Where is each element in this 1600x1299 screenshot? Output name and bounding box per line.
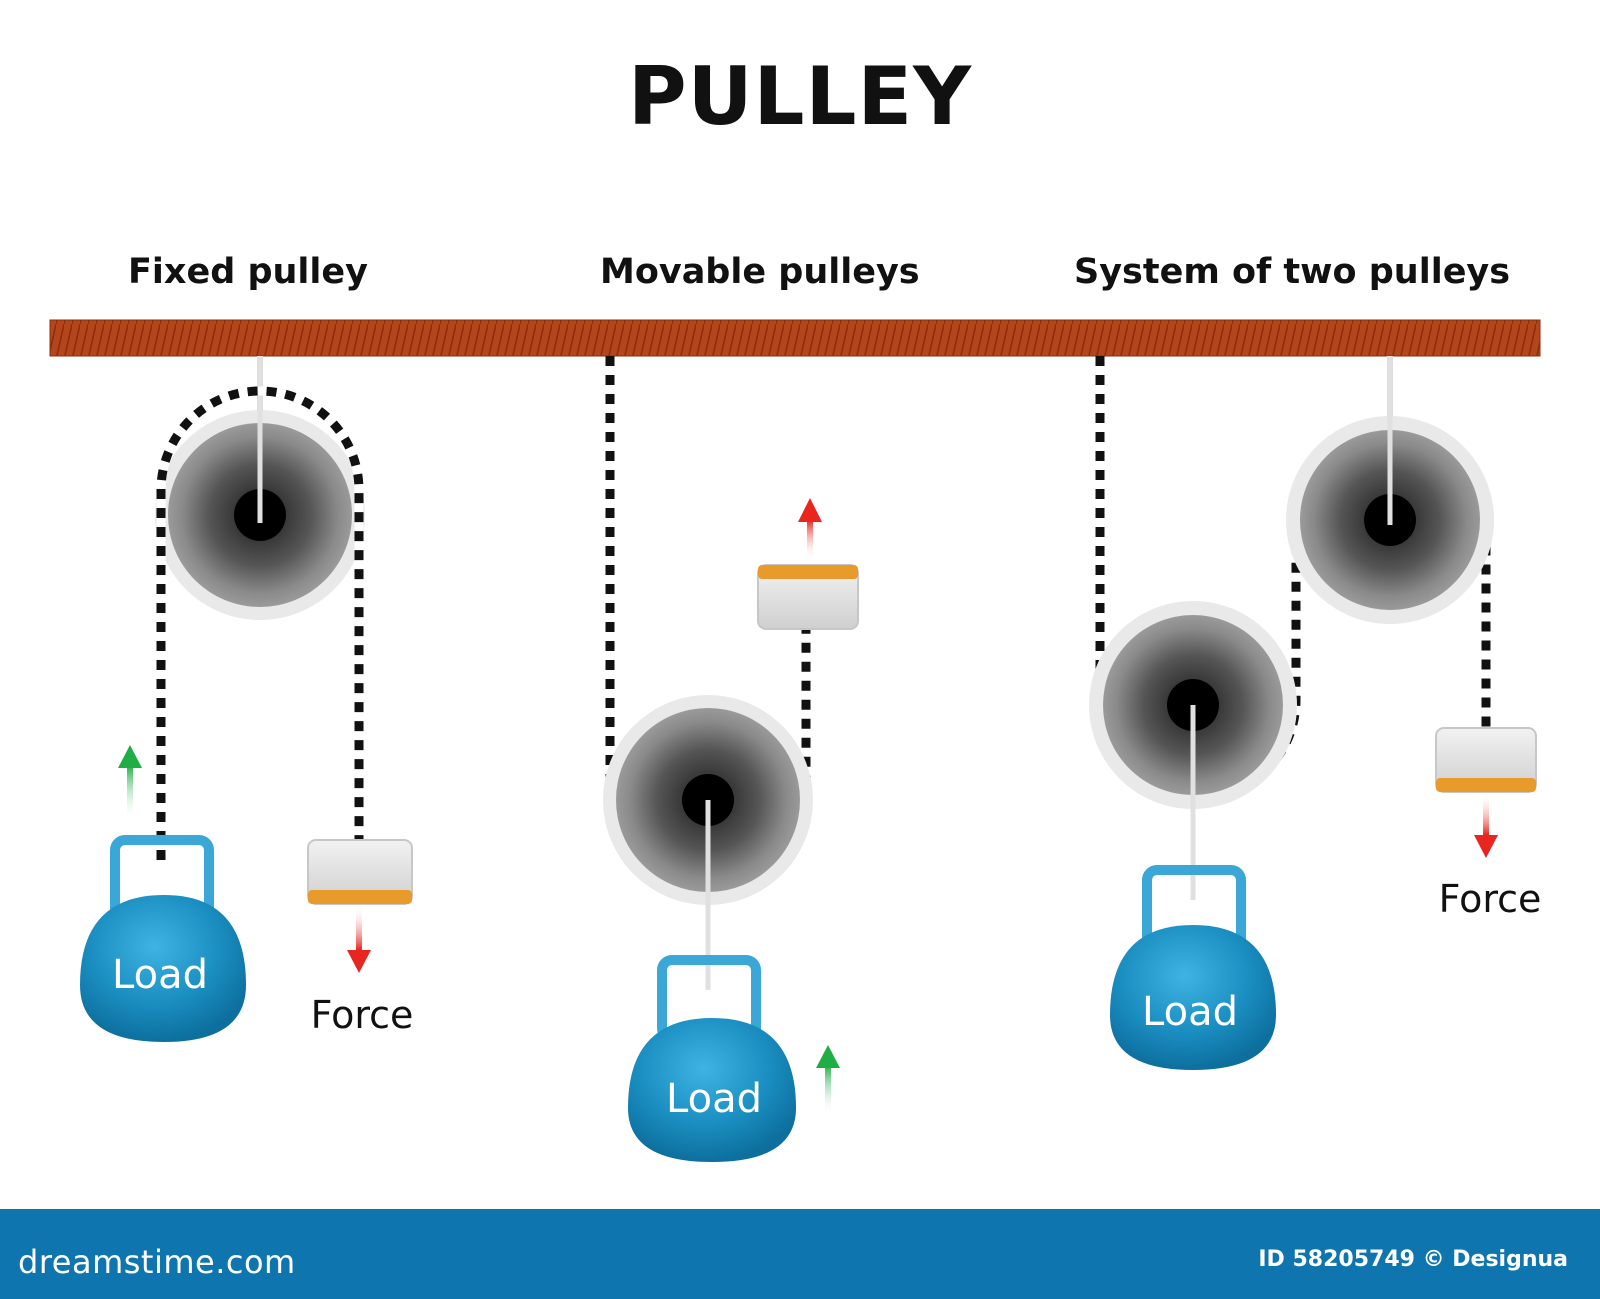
force-arrow: [356, 905, 362, 950]
force-label: Force: [311, 993, 414, 1037]
page-title: PULLEY: [627, 50, 973, 143]
force-arrow: [807, 520, 813, 560]
footer-site-name[interactable]: dreamstime.com: [18, 1243, 296, 1281]
load-weight: [80, 895, 246, 1042]
footer-credit: ID 58205749 © Designua: [1258, 1247, 1568, 1272]
heading-fixed-pulley: Fixed pulley: [128, 252, 368, 292]
force-handle: [307, 839, 413, 905]
lift-arrow: [825, 1065, 831, 1115]
heading-two-pulley-system: System of two pulleys: [1074, 252, 1511, 292]
load-weight: [1110, 925, 1276, 1070]
heading-movable-pulleys: Movable pulleys: [600, 252, 920, 292]
force-handle: [1435, 727, 1537, 793]
fixed-pulley-group: Load Force: [80, 356, 413, 1042]
movable-pulley-group: Load: [603, 356, 859, 1162]
force-label: Force: [1439, 877, 1542, 921]
load-weight: [628, 1018, 796, 1162]
ceiling-beam: [49, 319, 1541, 357]
rope: [156, 386, 364, 860]
pull-handle: [757, 564, 859, 630]
pulley-illustration: Load Force: [49, 319, 1541, 1162]
footer-bar: dreamstime.com ID 58205749 © Designua: [0, 1209, 1600, 1299]
load-label: Load: [112, 952, 208, 998]
load-label: Load: [1142, 989, 1238, 1035]
lift-arrow: [127, 765, 133, 820]
load-label: Load: [666, 1076, 762, 1122]
force-arrow: [1483, 793, 1489, 835]
two-pulley-system-group: Load Force: [1089, 356, 1541, 1070]
